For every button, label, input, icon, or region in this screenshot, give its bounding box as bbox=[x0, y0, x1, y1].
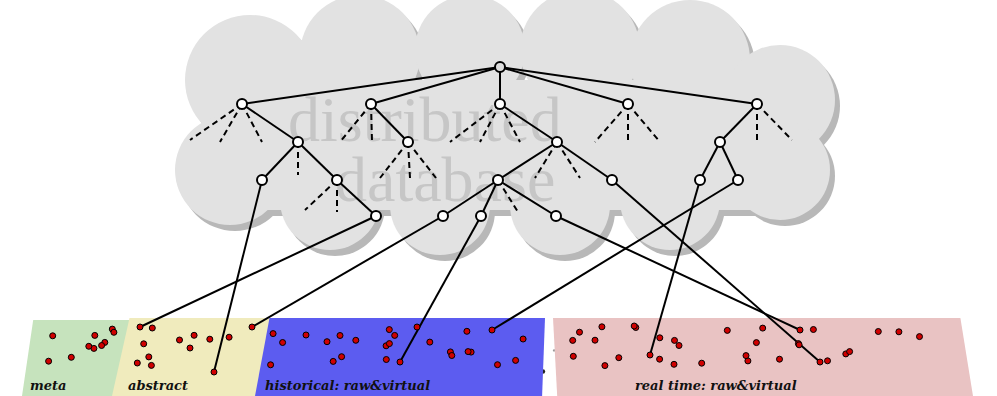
data-link bbox=[140, 216, 376, 327]
tree-node bbox=[752, 99, 762, 109]
tree-node bbox=[237, 99, 247, 109]
watermark-text: distributed bbox=[288, 88, 562, 152]
data-link bbox=[556, 216, 800, 330]
tree-node bbox=[695, 175, 705, 185]
tree-node bbox=[371, 211, 381, 221]
dashed-branch bbox=[190, 104, 242, 140]
tree-node bbox=[476, 211, 486, 221]
watermark-text: database bbox=[335, 148, 555, 212]
band-label: real time: raw&virtual bbox=[633, 378, 799, 393]
dashed-branch bbox=[305, 180, 337, 210]
dashed-branch bbox=[628, 104, 660, 142]
tree-node bbox=[495, 62, 505, 72]
band-label: abstract bbox=[126, 378, 190, 393]
band-label: meta bbox=[28, 378, 68, 393]
tree-node bbox=[551, 211, 561, 221]
tree-branch bbox=[720, 142, 738, 180]
tree-branch bbox=[720, 104, 757, 142]
tree-node bbox=[607, 175, 617, 185]
dashed-branch bbox=[242, 104, 262, 142]
tree-branch bbox=[557, 142, 612, 180]
tree-branch bbox=[700, 142, 720, 180]
dashed-branch bbox=[627, 104, 629, 142]
tree-node bbox=[733, 175, 743, 185]
tree-node bbox=[715, 137, 725, 147]
tree-node bbox=[623, 99, 633, 109]
tree-node bbox=[257, 175, 267, 185]
tree-node bbox=[438, 211, 448, 221]
dashed-branch bbox=[756, 104, 758, 142]
band-label: historical: raw&virtual bbox=[263, 378, 432, 393]
data-link bbox=[252, 216, 443, 327]
dashed-branch bbox=[220, 104, 242, 142]
dashed-branch bbox=[595, 104, 628, 142]
dashed-branch bbox=[757, 104, 792, 140]
